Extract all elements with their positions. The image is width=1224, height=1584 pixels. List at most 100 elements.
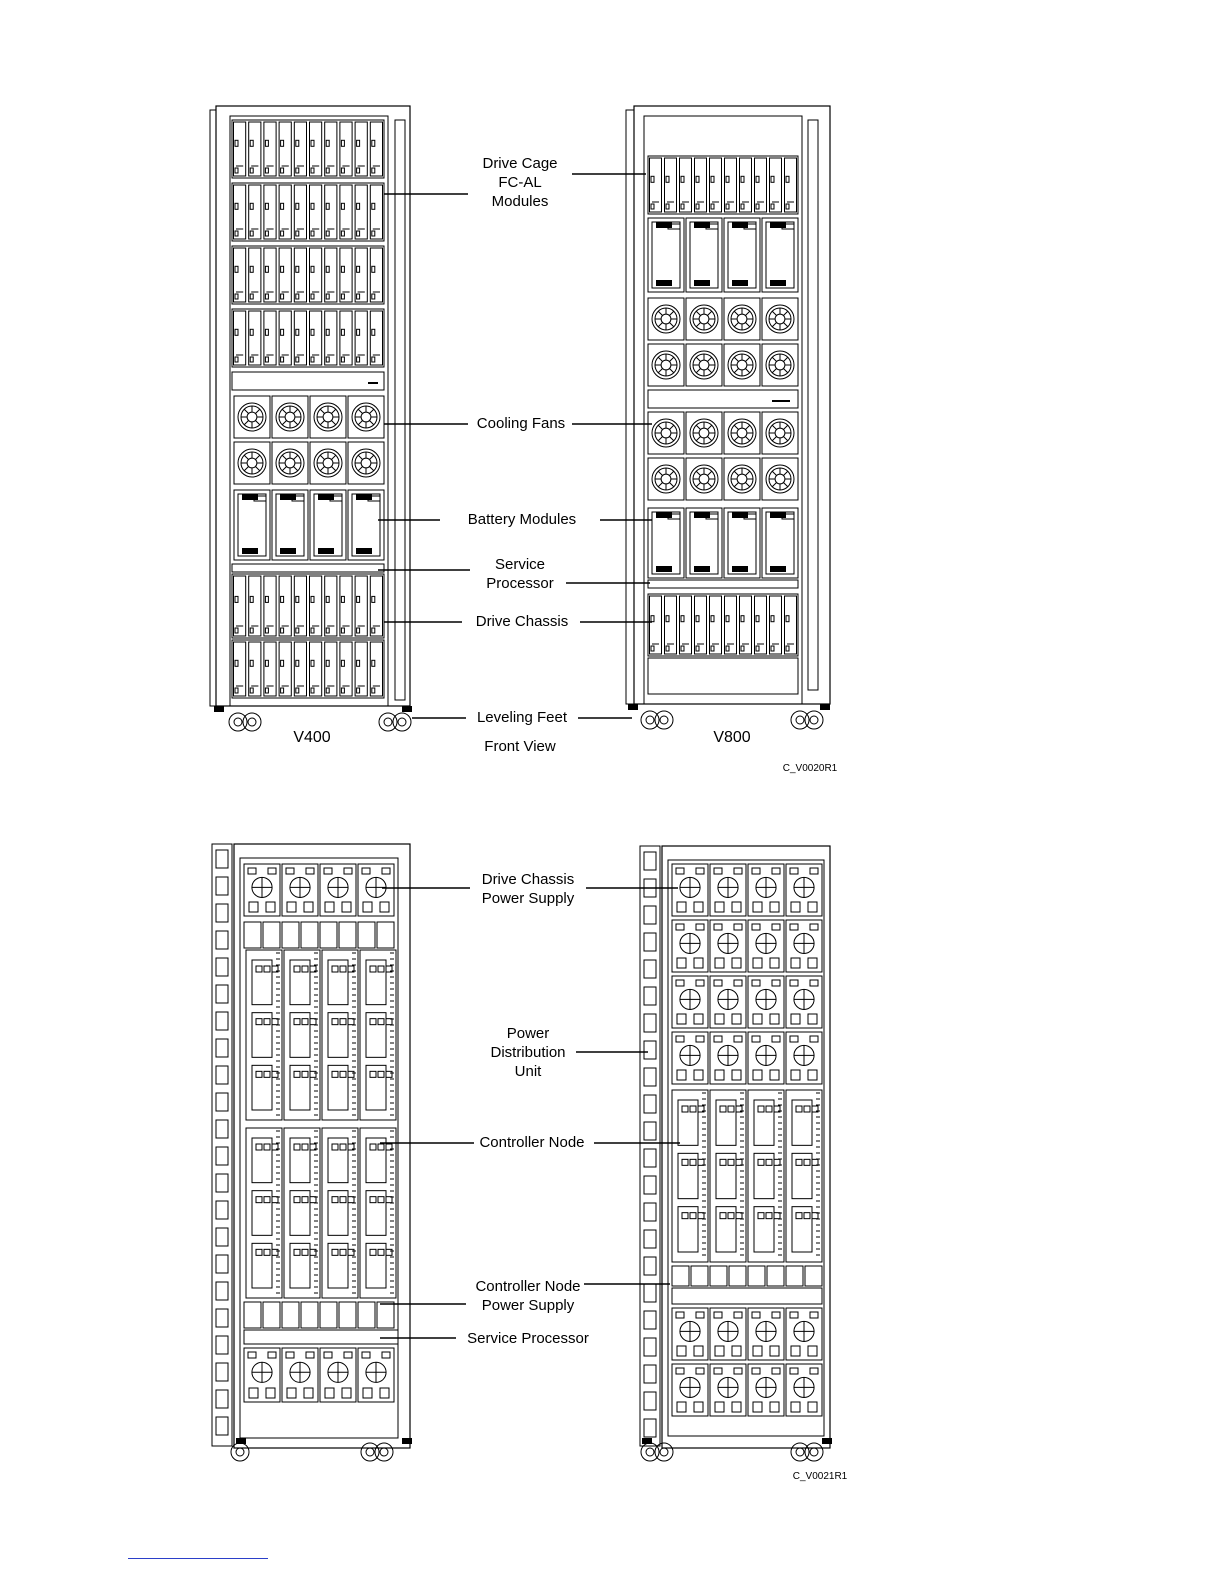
battery-label-bar xyxy=(770,512,786,518)
drive-led xyxy=(250,168,253,173)
pdu-outlet xyxy=(216,1363,228,1381)
psu-switch xyxy=(286,1352,294,1358)
controller-node xyxy=(360,950,396,1120)
node-port xyxy=(294,1071,300,1077)
fan-module xyxy=(686,344,722,386)
fan-module xyxy=(648,458,684,500)
fan-module xyxy=(310,442,346,484)
psu-switch xyxy=(248,868,256,874)
fan-blade xyxy=(745,357,749,361)
node-port xyxy=(774,1213,780,1219)
battery-label-bar xyxy=(280,548,296,554)
drive-led xyxy=(357,168,360,173)
caster-wheel xyxy=(655,1443,673,1461)
psu-led xyxy=(306,1352,314,1358)
battery-label-bar xyxy=(242,494,258,500)
fan-blade xyxy=(696,471,700,475)
fan-hub xyxy=(775,314,785,324)
fan-hub xyxy=(737,360,747,370)
drive-latch xyxy=(326,266,329,272)
fan-hub xyxy=(775,360,785,370)
battery-label-bar xyxy=(694,222,710,228)
node-port xyxy=(264,1249,270,1255)
drive-latch xyxy=(311,203,314,209)
psu-switch xyxy=(790,980,798,986)
node-port xyxy=(348,1071,354,1077)
drive-latch xyxy=(341,596,344,602)
psu-switch xyxy=(752,924,760,930)
node-port xyxy=(386,1249,392,1255)
node-port xyxy=(378,966,384,972)
caster-hub xyxy=(236,1448,244,1456)
drive-latch xyxy=(250,660,253,666)
battery-label-bar xyxy=(732,280,748,286)
drive-latch xyxy=(296,596,299,602)
fan-hub xyxy=(737,314,747,324)
battery-label-bar xyxy=(318,548,334,554)
controller-ps xyxy=(786,1266,803,1286)
node-port xyxy=(758,1159,764,1165)
v800-label: V800 xyxy=(700,728,764,747)
caster-wheel xyxy=(229,713,247,731)
pdu-outlet xyxy=(216,1255,228,1273)
psu-led xyxy=(810,1036,818,1042)
fan-hub xyxy=(661,314,671,324)
node-port xyxy=(332,1144,338,1150)
fan-blade xyxy=(734,425,738,429)
drive-led xyxy=(357,231,360,236)
pdu-outlet xyxy=(216,958,228,976)
node-port xyxy=(340,1197,346,1203)
node-port xyxy=(310,1197,316,1203)
fan-blade xyxy=(669,482,673,486)
controller-ps xyxy=(672,1266,689,1286)
node-port xyxy=(386,1197,392,1203)
drive-chassis-power-supply-label: Drive ChassisPower Supply xyxy=(466,870,590,908)
drive-latch xyxy=(311,329,314,335)
fan-blade xyxy=(772,311,776,315)
psu-led xyxy=(344,868,352,874)
drive-led xyxy=(786,204,789,209)
drive-led xyxy=(311,628,314,633)
pdu-outlet xyxy=(644,1338,656,1356)
fan-hub xyxy=(323,458,333,468)
psu-inlet xyxy=(732,902,741,912)
controller-node-power-supply-label: Controller NodePower Supply xyxy=(462,1277,594,1315)
psu-inlet xyxy=(715,1070,724,1080)
drive-latch xyxy=(786,176,789,182)
rear-view-figure: Drive ChassisPower Supply PowerDistribut… xyxy=(0,830,1224,1490)
controller-node xyxy=(284,950,320,1120)
caster-wheel xyxy=(791,1443,809,1461)
pdu-outlet xyxy=(216,1201,228,1219)
fan-blade xyxy=(669,471,673,475)
psu-inlet xyxy=(677,902,686,912)
drive-led xyxy=(372,628,375,633)
fan-module xyxy=(762,458,798,500)
node-port xyxy=(302,1019,308,1025)
drive-bay xyxy=(264,576,276,636)
drive-led xyxy=(311,357,314,362)
controller-ps xyxy=(377,1302,394,1328)
controller-ps-small xyxy=(282,922,299,948)
drive-latch xyxy=(681,176,684,182)
drive-latch xyxy=(786,616,789,622)
v400-label: V400 xyxy=(282,728,342,747)
controller-ps-small xyxy=(320,922,337,948)
pdu-outlet xyxy=(216,1417,228,1435)
psu-inlet xyxy=(791,902,800,912)
drive-row xyxy=(232,574,384,638)
node-port xyxy=(256,966,262,972)
fan-blade xyxy=(658,471,662,475)
drive-latch xyxy=(235,140,238,146)
fan-blade xyxy=(244,466,248,470)
node-port xyxy=(348,1019,354,1025)
drive-led xyxy=(281,357,284,362)
pdu-outlet xyxy=(216,1282,228,1300)
drive-led xyxy=(296,231,299,236)
node-port xyxy=(348,1249,354,1255)
controller-ps xyxy=(282,1302,299,1328)
fan-blade xyxy=(696,322,700,326)
drive-led xyxy=(311,168,314,173)
psu-led xyxy=(382,1352,390,1358)
drive-led xyxy=(372,231,375,236)
psu-switch xyxy=(790,1036,798,1042)
